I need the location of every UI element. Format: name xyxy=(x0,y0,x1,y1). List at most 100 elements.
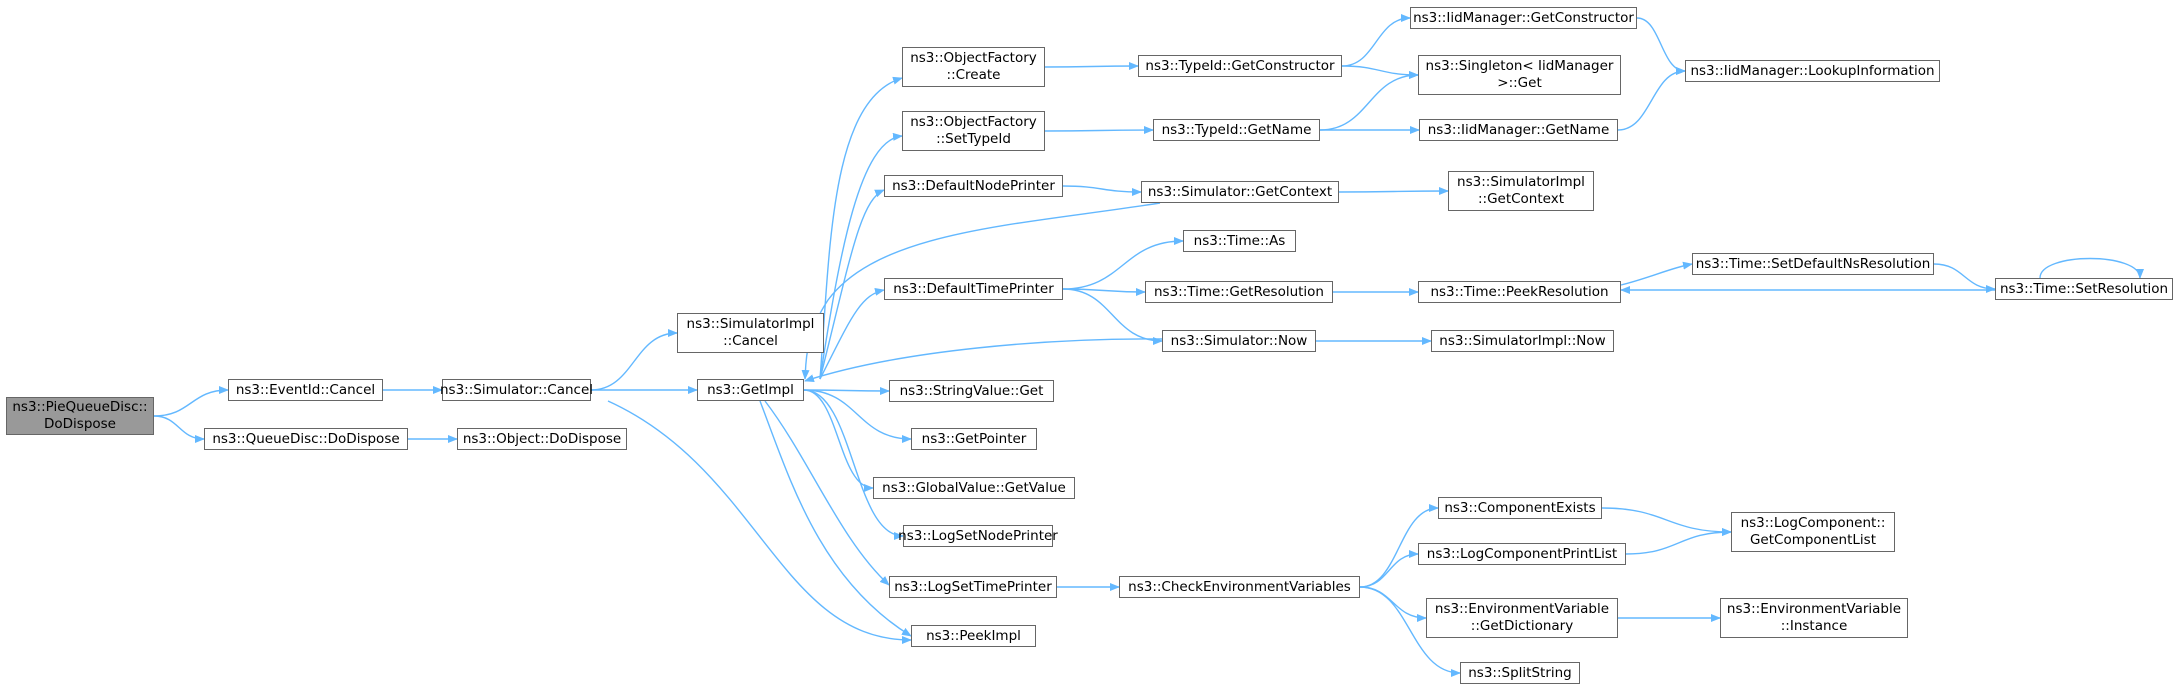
node-label-line: ns3::DefaultTimePrinter xyxy=(893,280,1054,297)
node-iidmgr-lookupinformation[interactable]: ns3::IidManager::LookupInformation xyxy=(1685,60,1940,82)
node-label-line: ns3::LogSetNodePrinter xyxy=(898,527,1058,544)
node-pie-dodispose: ns3::PieQueueDisc::DoDispose xyxy=(6,397,154,435)
edge-getimpl-to-logsettimeprinter xyxy=(764,400,890,586)
node-label-line: ns3::GetPointer xyxy=(921,430,1027,447)
node-getpointer[interactable]: ns3::GetPointer xyxy=(911,428,1037,450)
edge-defaulttimeprinter-to-time-getresolution xyxy=(1062,287,1146,296)
edge-getimpl-to-globalvalue-getvalue xyxy=(803,389,874,492)
node-iidmgr-getname[interactable]: ns3::IidManager::GetName xyxy=(1419,119,1618,141)
node-defaulttimeprinter[interactable]: ns3::DefaultTimePrinter xyxy=(884,278,1063,300)
node-label-line: ns3::StringValue::Get xyxy=(899,382,1044,399)
node-label-line: ::GetDictionary xyxy=(1470,618,1574,634)
edge-defaulttimeprinter-to-time-as xyxy=(1062,237,1184,290)
node-typeid-getname[interactable]: ns3::TypeId::GetName xyxy=(1153,119,1320,141)
node-componentexists[interactable]: ns3::ComponentExists xyxy=(1438,497,1602,519)
node-label-line: ns3::Time::As xyxy=(1193,232,1286,249)
node-stringvalue-get[interactable]: ns3::StringValue::Get xyxy=(889,380,1054,402)
node-label-line: ns3::QueueDisc::DoDispose xyxy=(212,430,400,447)
node-simulator-cancel[interactable]: ns3::Simulator::Cancel xyxy=(440,379,593,401)
node-objfactory-settypeid[interactable]: ns3::ObjectFactory::SetTypeId xyxy=(902,111,1045,151)
node-logcomponent-getcomponentlist[interactable]: ns3::LogComponent::GetComponentList xyxy=(1731,512,1895,552)
node-queuedisc-dodispose[interactable]: ns3::QueueDisc::DoDispose xyxy=(204,428,408,450)
node-iidmgr-getconstructor[interactable]: ns3::IidManager::GetConstructor xyxy=(1410,7,1637,29)
edge-time-setdefaultnsresolution-to-time-setresolution xyxy=(1933,263,1996,293)
node-simimpl-cancel[interactable]: ns3::SimulatorImpl::Cancel xyxy=(677,313,824,353)
edge-getimpl-to-objfactory-settypeid xyxy=(819,132,903,380)
node-label-line: ::SetTypeId xyxy=(936,131,1011,147)
edge-iidmgr-getconstructor-to-iidmgr-lookupinformation xyxy=(1636,17,1686,75)
edge-checkenv-to-splitstring xyxy=(1359,586,1461,677)
node-logsetnodeprinter[interactable]: ns3::LogSetNodePrinter xyxy=(898,525,1058,547)
node-label-line: GetComponentList xyxy=(1749,532,1877,548)
node-label-line: ns3::TypeId::GetConstructor xyxy=(1145,57,1335,74)
edge-getimpl-to-stringvalue-get xyxy=(803,386,890,395)
node-label-line: ns3::TypeId::GetName xyxy=(1161,121,1312,138)
node-label-line: ::Instance xyxy=(1780,618,1848,634)
node-label-line: ns3::EnvironmentVariable xyxy=(1726,601,1902,617)
node-getimpl[interactable]: ns3::GetImpl xyxy=(697,379,804,401)
node-label-line: ::Cancel xyxy=(723,333,778,349)
edge-getimpl-to-getpointer xyxy=(803,389,912,443)
node-label-line: ns3::CheckEnvironmentVariables xyxy=(1128,578,1351,595)
node-label-line: ns3::LogSetTimePrinter xyxy=(894,578,1052,595)
edge-componentexists-to-logcomponent-getcomponentlist xyxy=(1601,507,1732,536)
node-object-dodispose[interactable]: ns3::Object::DoDispose xyxy=(457,428,627,450)
node-simimpl-getcontext[interactable]: ns3::SimulatorImpl::GetContext xyxy=(1448,171,1594,211)
edge-getimpl-to-defaultnodeprinter xyxy=(819,189,885,380)
edge-getimpl-to-peekimpl xyxy=(759,400,912,637)
node-typeid-getconstructor[interactable]: ns3::TypeId::GetConstructor xyxy=(1138,55,1342,77)
node-label-line: ::GetContext xyxy=(1477,191,1565,207)
node-objfactory-create[interactable]: ns3::ObjectFactory::Create xyxy=(902,47,1045,87)
node-simulator-getcontext[interactable]: ns3::Simulator::GetContext xyxy=(1141,181,1339,203)
node-label-line: ns3::SplitString xyxy=(1468,664,1572,681)
edge-time-peekresolution-to-time-setdefaultnsresolution xyxy=(1620,261,1693,286)
node-checkenv[interactable]: ns3::CheckEnvironmentVariables xyxy=(1119,576,1360,598)
edge-checkenv-to-envvar-getdictionary xyxy=(1359,586,1427,622)
node-label-line: ns3::PieQueueDisc:: xyxy=(12,399,148,415)
node-label-line: ns3::PeekImpl xyxy=(926,627,1021,644)
node-label-line: ns3::Simulator::Now xyxy=(1170,332,1308,349)
edge-getimpl-to-objfactory-create xyxy=(819,76,903,380)
node-label-line: ns3::Object::DoDispose xyxy=(462,430,622,447)
edge-time-setresolution-to-time-setresolution xyxy=(2039,257,2144,279)
node-label-line: ns3::LogComponent:: xyxy=(1740,515,1886,531)
node-label-line: ns3::DefaultNodePrinter xyxy=(892,177,1055,194)
edge-defaultnodeprinter-to-simulator-getcontext xyxy=(1062,185,1142,196)
node-label-line: ns3::IidManager::LookupInformation xyxy=(1690,62,1935,79)
edge-getimpl-to-logsetnodeprinter xyxy=(803,389,904,540)
node-simulator-now[interactable]: ns3::Simulator::Now xyxy=(1162,330,1316,352)
node-simimpl-now[interactable]: ns3::SimulatorImpl::Now xyxy=(1431,330,1614,352)
node-label-line: ns3::EnvironmentVariable xyxy=(1434,601,1610,617)
node-envvar-getdictionary[interactable]: ns3::EnvironmentVariable::GetDictionary xyxy=(1426,598,1618,638)
node-globalvalue-getvalue[interactable]: ns3::GlobalValue::GetValue xyxy=(873,477,1075,499)
node-logsettimeprinter[interactable]: ns3::LogSetTimePrinter xyxy=(889,576,1057,598)
edge-typeid-getconstructor-to-singleton-get xyxy=(1341,65,1419,79)
edge-typeid-getconstructor-to-iidmgr-getconstructor xyxy=(1341,14,1411,67)
node-peekimpl[interactable]: ns3::PeekImpl xyxy=(911,625,1036,647)
node-label-line: ns3::LogComponentPrintList xyxy=(1426,545,1618,562)
edge-simulator-cancel-to-peekimpl xyxy=(607,400,912,644)
node-time-setdefaultnsresolution[interactable]: ns3::Time::SetDefaultNsResolution xyxy=(1692,253,1934,275)
edge-simulator-now-to-getimpl xyxy=(804,338,1163,383)
edge-pie-dodispose-to-queuedisc-dodispose xyxy=(153,415,205,443)
node-label-line: ns3::ComponentExists xyxy=(1444,499,1596,516)
node-eventid-cancel[interactable]: ns3::EventId::Cancel xyxy=(228,379,383,401)
node-time-setresolution[interactable]: ns3::Time::SetResolution xyxy=(1995,278,2173,300)
node-label-line: ns3::SimulatorImpl::Now xyxy=(1439,332,1606,349)
node-time-getresolution[interactable]: ns3::Time::GetResolution xyxy=(1145,281,1333,303)
node-splitstring[interactable]: ns3::SplitString xyxy=(1460,662,1580,684)
node-label-line: ns3::GetImpl xyxy=(707,381,794,398)
node-label-line: >::Get xyxy=(1497,75,1542,91)
node-logcomponentprintlist[interactable]: ns3::LogComponentPrintList xyxy=(1418,543,1626,565)
node-time-as[interactable]: ns3::Time::As xyxy=(1183,230,1296,252)
node-label-line: ns3::ObjectFactory xyxy=(910,50,1037,66)
node-envvar-instance[interactable]: ns3::EnvironmentVariable::Instance xyxy=(1720,598,1908,638)
node-defaultnodeprinter[interactable]: ns3::DefaultNodePrinter xyxy=(884,175,1063,197)
edge-typeid-getname-to-singleton-get xyxy=(1319,71,1419,131)
node-label-line: DoDispose xyxy=(43,416,116,432)
edge-pie-dodispose-to-eventid-cancel xyxy=(153,386,229,417)
node-time-peekresolution[interactable]: ns3::Time::PeekResolution xyxy=(1418,281,1621,303)
node-singleton-get[interactable]: ns3::Singleton< IidManager>::Get xyxy=(1418,55,1621,95)
